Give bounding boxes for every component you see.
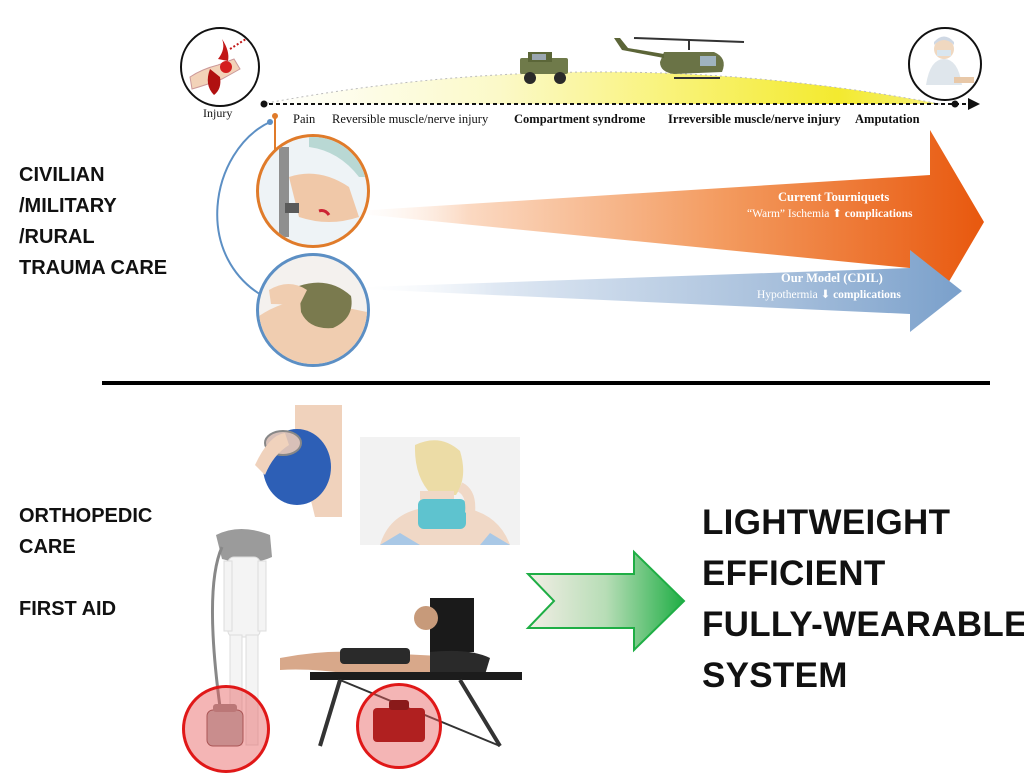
arrow-down-icon: ⬇ — [820, 289, 831, 301]
helicopter-icon — [614, 37, 745, 79]
orthopedic-first-aid-label: ORTHOPEDIC CARE FIRST AID — [19, 505, 153, 620]
timeline-label-pain: Pain — [293, 112, 316, 126]
ice-bag-photo — [255, 405, 342, 517]
military-truck-icon — [520, 52, 568, 84]
neck-ice-pack-photo — [360, 437, 520, 545]
result-line-lightweight: LIGHTWEIGHT — [702, 503, 951, 542]
timeline-label-irreversible: Irreversible muscle/nerve injury — [668, 112, 841, 126]
cdil-model-title: Our Model (CDIL) — [781, 271, 883, 285]
tourniquet-photo — [256, 134, 370, 248]
result-arrow — [525, 549, 686, 653]
timeline-label-amputation: Amputation — [855, 112, 920, 126]
surgeon-icon — [908, 27, 982, 101]
result-line-efficient: EFFICIENT — [702, 554, 886, 593]
cdil-model-arrow — [340, 250, 962, 332]
timeline-arc — [262, 72, 940, 104]
portable-cooler-unit-highlight — [182, 685, 270, 773]
arrow-up-icon: ⬆ — [832, 208, 842, 220]
current-tourniquets-arrow — [340, 130, 984, 314]
cooling-wrap-photo — [256, 253, 370, 367]
timeline-label-compartment: Compartment syndrome — [514, 112, 646, 126]
current-tourniquets-subtitle: “Warm” Ischemia ⬆ complications — [747, 208, 913, 220]
current-tourniquets-title: Current Tourniquets — [778, 190, 890, 204]
leg-cooling-device-photo — [280, 598, 522, 748]
injury-label: Injury — [203, 106, 233, 120]
timeline-label-reversible: Reversible muscle/nerve injury — [332, 112, 489, 126]
cdil-model-subtitle: Hypothermia ⬇ complications — [757, 289, 901, 301]
trauma-care-label: CIVILIAN /MILITARY /RURAL TRAUMA CARE — [19, 164, 168, 279]
cooling-pump-unit-highlight — [356, 683, 442, 769]
result-line-system: SYSTEM — [702, 656, 848, 695]
result-line-fully-wearable: FULLY-WEARABLE — [702, 605, 1024, 644]
bleeding-wound-icon — [180, 27, 260, 107]
loop-connector — [216, 121, 271, 301]
timeline-diagram — [102, 71, 990, 385]
